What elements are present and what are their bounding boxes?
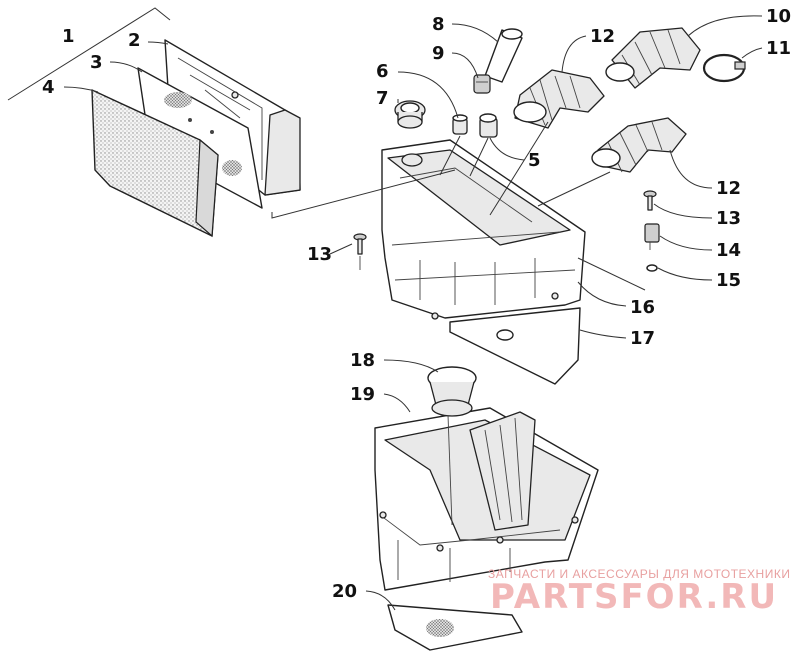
callout-4: 4 xyxy=(42,77,55,98)
callout-15: 15 xyxy=(716,270,741,291)
callout-3: 3 xyxy=(90,52,103,73)
leader-20 xyxy=(365,590,396,611)
leader-12-lower xyxy=(669,149,713,189)
callout-10: 10 xyxy=(766,6,791,27)
intake-boot-part-10 xyxy=(605,27,701,89)
leader-12-upper xyxy=(561,35,587,73)
leader-boots-to-cover xyxy=(489,121,611,216)
velocity-stack-part-18 xyxy=(427,366,477,526)
filter-frame-part-2 xyxy=(164,39,301,196)
clip-part-9 xyxy=(473,74,491,94)
callout-16: 16 xyxy=(630,297,655,318)
callout-19: 19 xyxy=(350,384,375,405)
watermark: ЗАПЧАСТИ И АКСЕССУАРЫ ДЛЯ МОТОТЕХНИКИ PA… xyxy=(488,567,790,617)
intake-boot-part-12-lower xyxy=(591,117,687,173)
intake-boot-part-12-upper xyxy=(513,69,605,129)
leader-19 xyxy=(383,393,411,413)
screw-part-13-left xyxy=(353,233,367,270)
leader-9 xyxy=(451,52,479,79)
filter-assembly-group xyxy=(7,7,301,238)
callout-17: 17 xyxy=(630,328,655,349)
grommet-part-7 xyxy=(394,100,426,129)
callout-2: 2 xyxy=(128,30,141,51)
callout-18: 18 xyxy=(350,350,375,371)
callout-8: 8 xyxy=(432,14,445,35)
base-plate-part-17 xyxy=(449,307,581,385)
airbox-lower-part-19 xyxy=(374,407,599,591)
callout-13-left: 13 xyxy=(307,244,332,265)
callout-12-upper: 12 xyxy=(590,26,615,47)
tube-part-8 xyxy=(484,28,523,83)
leader-18 xyxy=(383,359,439,373)
callout-1: 1 xyxy=(62,26,75,47)
leader-3 xyxy=(109,61,143,73)
leader-14 xyxy=(659,235,713,251)
airbox-cover-part-16 xyxy=(381,139,586,320)
watermark-tagline: ЗАПЧАСТИ И АКСЕССУАРЫ ДЛЯ МОТОТЕХНИКИ xyxy=(488,567,790,581)
cap-part-5 xyxy=(479,113,498,138)
leader-sensor xyxy=(577,257,646,291)
leader-2 xyxy=(147,41,169,45)
leader-5 xyxy=(489,137,525,161)
watermark-logo: PARTSFOR.RU xyxy=(490,577,778,617)
callout-9: 9 xyxy=(432,43,445,64)
callout-7: 7 xyxy=(376,88,389,109)
leader-caps xyxy=(439,135,489,177)
leader-frame-to-cover xyxy=(271,169,456,219)
callout-11: 11 xyxy=(766,38,791,59)
sensor-part-14 xyxy=(644,223,660,250)
callout-13-right: 13 xyxy=(716,208,741,229)
screw-part-13-right xyxy=(643,190,657,211)
leader-4 xyxy=(63,86,99,93)
leader-13-right xyxy=(653,203,713,219)
callout-5: 5 xyxy=(528,150,541,171)
clamp-part-11 xyxy=(702,53,746,83)
foam-filter-part-4 xyxy=(91,89,219,238)
cap-part-6 xyxy=(452,114,468,135)
leader-10 xyxy=(687,15,763,37)
leader-15 xyxy=(657,267,713,281)
leader-13-left xyxy=(329,243,353,255)
filter-pad-part-20 xyxy=(387,604,523,651)
leader-8 xyxy=(451,23,499,43)
callout-12-lower: 12 xyxy=(716,178,741,199)
leader-17 xyxy=(579,329,627,339)
leader-1 xyxy=(7,7,171,101)
leader-16 xyxy=(577,281,627,307)
leader-lines xyxy=(63,15,763,611)
callout-20: 20 xyxy=(332,581,357,602)
callout-14: 14 xyxy=(716,240,741,261)
leader-6 xyxy=(397,71,459,119)
leader-11 xyxy=(741,47,763,59)
callout-labels: 1 2 3 4 5 6 7 8 9 10 11 12 12 13 13 14 1… xyxy=(42,6,791,602)
callout-6: 6 xyxy=(376,61,389,82)
oring-part-15 xyxy=(646,264,658,272)
